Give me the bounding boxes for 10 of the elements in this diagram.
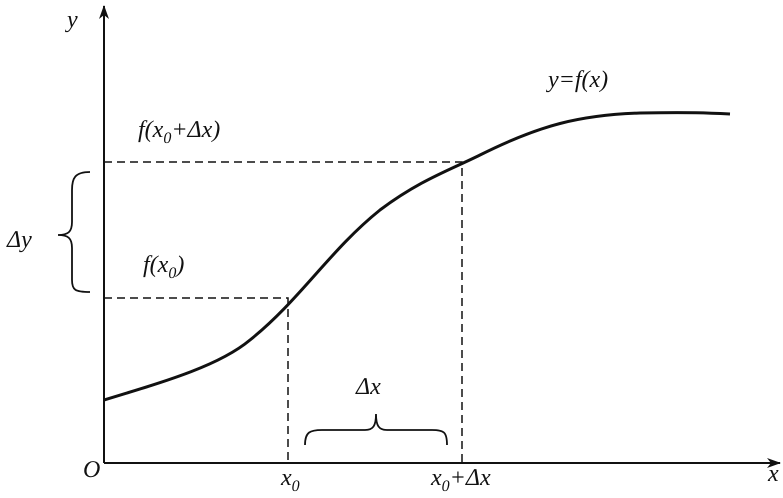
- increment-label: Δy: [5, 228, 33, 252]
- increment-label: Δx: [354, 375, 382, 399]
- axis-label: x: [766, 462, 780, 486]
- tick-label: x$_{0}$+Δx: [430, 466, 492, 495]
- axis-label: y: [64, 8, 79, 32]
- tick-label: x$_{0}$: [280, 466, 301, 495]
- origin-label: O: [82, 458, 102, 482]
- value-label: f(x$_{0}$): [142, 253, 186, 282]
- value-label: f(x$_{0}$+Δx): [137, 118, 222, 147]
- function-label: y=f(x): [545, 68, 610, 92]
